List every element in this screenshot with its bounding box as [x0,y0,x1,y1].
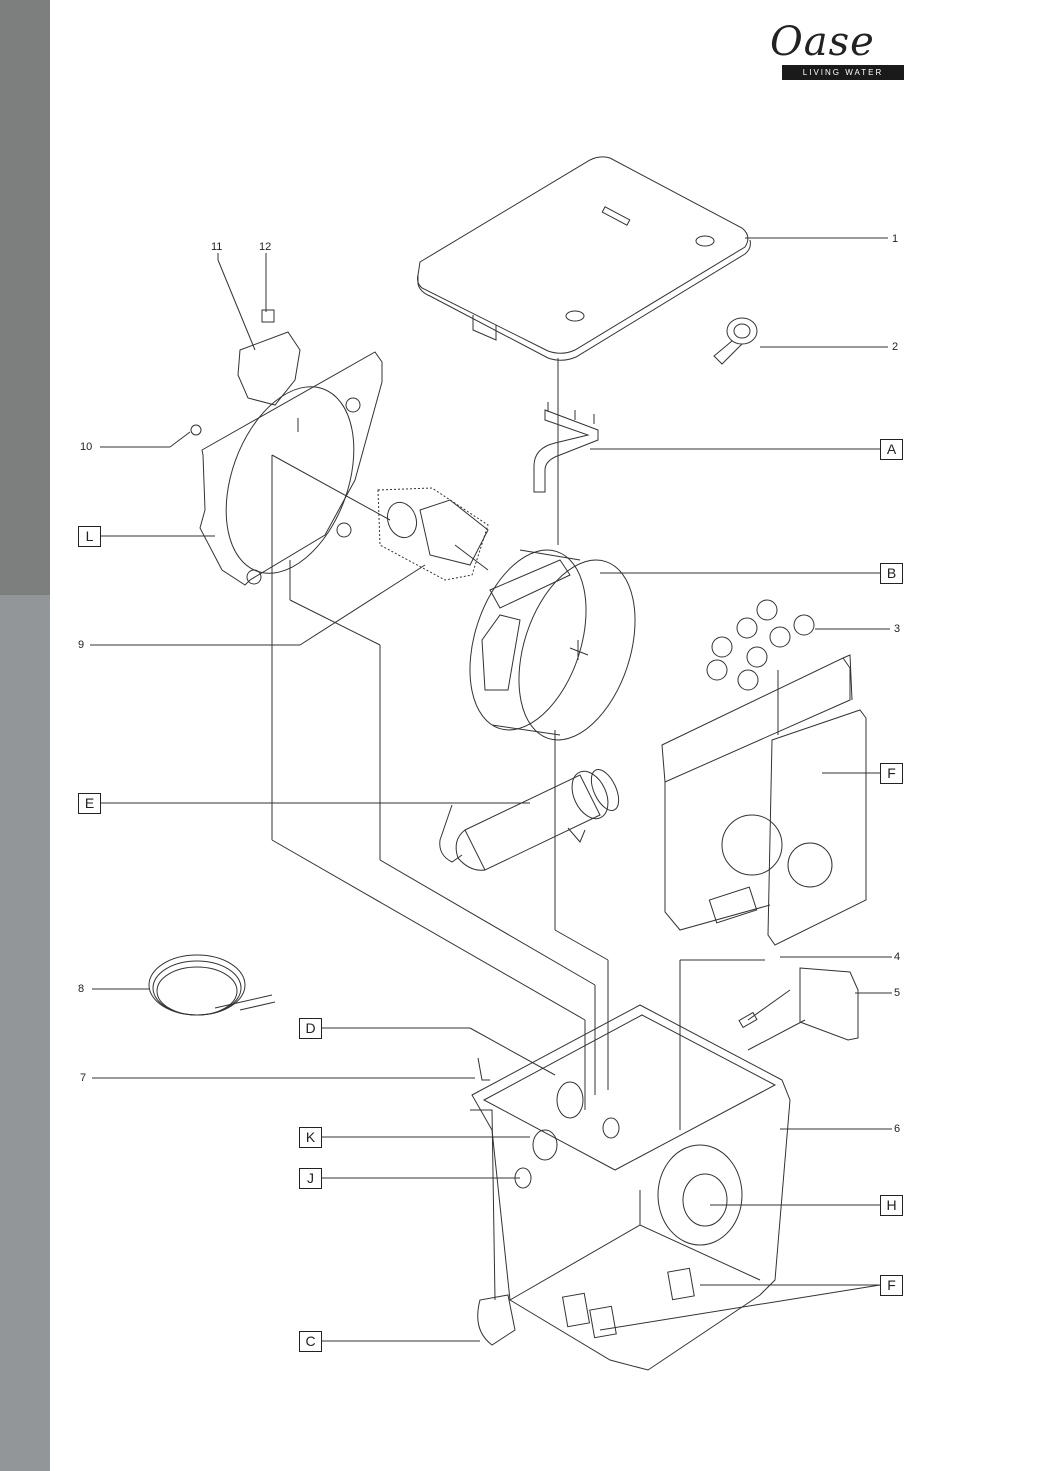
callout-7-label: 7 [80,1072,87,1084]
callout-J-box: J [299,1168,322,1189]
callout-4-label: 4 [894,951,901,963]
callout-E-box: E [78,793,101,814]
brand-tagline: LIVING WATER [782,65,904,80]
callout-5-label: 5 [894,987,901,999]
callout-1-label: 1 [892,233,899,245]
callout-F-lower-box: F [880,1275,903,1296]
callout-8-label: 8 [78,983,85,995]
callout-2-label: 2 [892,341,899,353]
callout-3-label: 3 [894,623,901,635]
callout-F-upper-box: F [880,763,903,784]
callout-L-box: L [78,526,101,547]
callout-H-box: H [880,1195,903,1216]
callout-10-label: 10 [80,441,93,453]
callout-6-label: 6 [894,1123,901,1135]
page-edge-bar-dark [0,0,50,595]
brand-logo: Oase LIVING WATER [770,18,904,84]
page-edge-bar [0,0,50,1471]
callout-11-label: 11 [211,241,223,253]
callout-B-box: B [880,563,903,584]
brand-name: Oase [770,19,875,65]
callout-9-label: 9 [78,639,85,651]
callout-D-box: D [299,1018,322,1039]
callout-K-box: K [299,1127,322,1148]
callout-A-box: A [880,439,903,460]
callout-C-box: C [299,1331,322,1352]
callout-12-label: 12 [259,241,272,253]
